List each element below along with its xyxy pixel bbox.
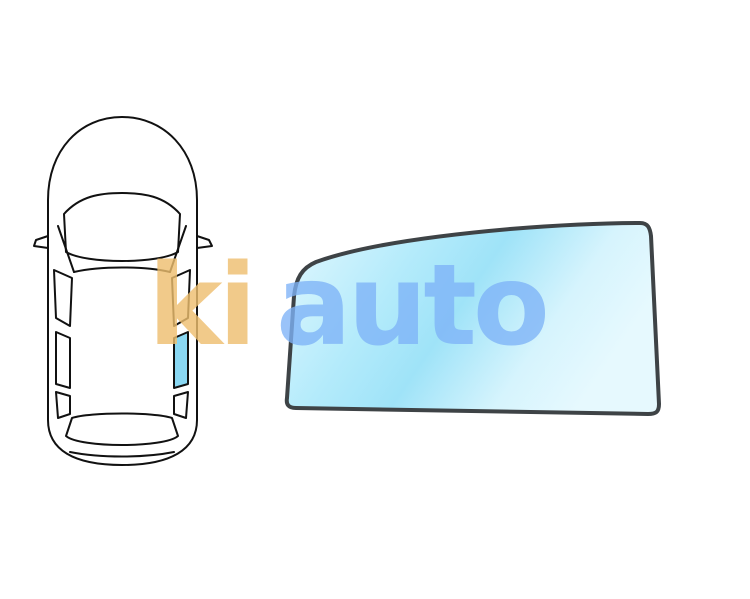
door-glass-icon: [284, 221, 661, 416]
watermark-text-auto: auto: [276, 241, 546, 371]
watermark-logo: ki auto: [148, 241, 550, 371]
car-top-view-icon: [33, 116, 213, 466]
watermark-text-ki: ki: [148, 241, 253, 371]
highlighted-window-icon: [173, 331, 189, 389]
